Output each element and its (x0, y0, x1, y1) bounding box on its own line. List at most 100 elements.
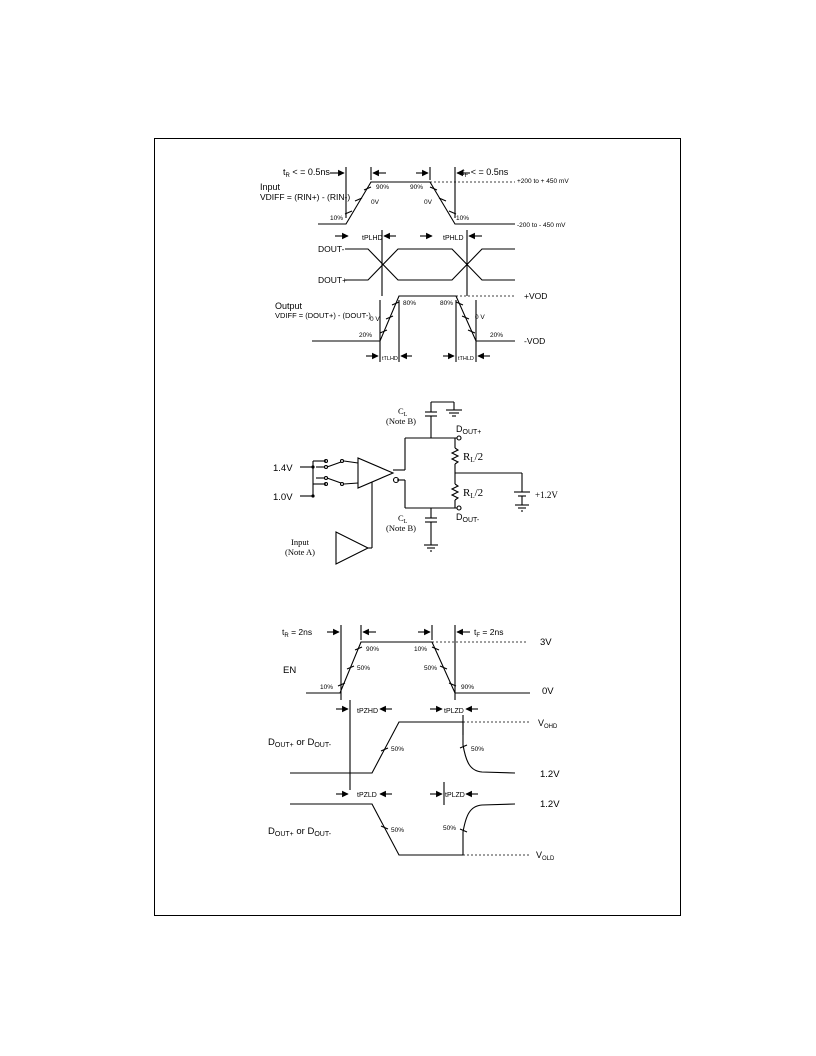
v12b-label: 1.2V (540, 799, 560, 810)
tf2-label: tF = 2ns (474, 627, 503, 639)
tick2-50c (380, 747, 389, 752)
sw1-blade (326, 461, 342, 468)
tick-80a (391, 301, 400, 306)
dout-plus-waveform (345, 248, 515, 281)
dout1-label: DOUT+ or DOUT- (268, 737, 332, 749)
tick-0b (438, 197, 447, 202)
input-high-level: +200 to + 450 mV (517, 178, 569, 185)
enable-timing-diagram: tR = 2ns tF = 2ns 3V 0V EN 90% 10% 50% 5… (268, 625, 560, 862)
tick-20a (379, 329, 388, 334)
input-waveform (318, 181, 515, 225)
vod-negative: -VOD (524, 336, 545, 346)
figure-frame (154, 138, 681, 916)
driver-buffer (357, 457, 395, 489)
pct-80-fall: 80% (440, 300, 453, 307)
input-low-level: -200 to - 450 mV (517, 222, 566, 229)
driver-inverting-bubble (392, 476, 400, 484)
sw1-contact-a (323, 458, 329, 464)
tick-80b (455, 301, 464, 306)
sw1-pole (339, 458, 345, 464)
tr-label: tR < = 0.5ns (283, 167, 330, 179)
pct-90-fall: 90% (410, 184, 423, 191)
note-a-label: (Note A) (285, 547, 315, 557)
tick-10b (448, 210, 457, 215)
pct2-10-fall: 10% (414, 646, 427, 653)
dout-plus-terminal (456, 435, 462, 441)
sw2-pole (339, 481, 345, 487)
junction-a (311, 465, 315, 469)
tphld-label: tPHLD (443, 235, 464, 242)
output-label: Output (275, 301, 303, 311)
dout-low-waveform (290, 803, 516, 856)
vdiff-output-label: VDIFF = (DOUT+) - (DOUT-) (275, 311, 371, 320)
dout-minus-terminal (456, 505, 462, 511)
pct2-50-dlow-rise: 50% (443, 825, 456, 832)
tick-0c (385, 315, 394, 320)
tplhd-label: tPLHD (362, 235, 383, 242)
tick2-90a (354, 646, 363, 651)
sw2-to-driver (343, 482, 359, 485)
dout2-label: DOUT+ or DOUT- (268, 826, 332, 838)
output-waveform (312, 295, 515, 342)
dout-minus-circuit-label: DOUT- (456, 512, 480, 524)
v12a-label: 1.2V (540, 769, 560, 780)
vohd-label: VOHD (538, 718, 558, 730)
pct2-50-dhigh-fall: 50% (471, 746, 484, 753)
tick2-50e (380, 825, 389, 830)
zero-rise: 0V (371, 199, 380, 206)
enable-buffer (335, 531, 370, 565)
pct2-50-dhigh-rise: 50% (391, 746, 404, 753)
tick2-50b (439, 665, 448, 670)
pct2-90-rise: 90% (366, 646, 379, 653)
dout-minus-waveform (345, 248, 515, 281)
junction-b (311, 494, 315, 498)
pct-20-rise: 20% (359, 332, 372, 339)
cl-bot-label: CL (398, 513, 408, 525)
pct2-50-fall: 50% (424, 665, 437, 672)
resistor-1 (450, 447, 460, 465)
tick-0d (461, 315, 470, 320)
ttlh-label: tTLHD (382, 356, 398, 362)
tick-20b (467, 329, 476, 334)
vdiff-input-label: VDIFF = (RIN+) - (RIN-) (260, 192, 350, 202)
r1-label: RL/2 (463, 451, 483, 464)
pct-80-rise: 80% (403, 300, 416, 307)
tpzld-label: tPZLD (357, 792, 377, 799)
pct2-10-rise: 10% (320, 684, 333, 691)
tick2-90b (448, 682, 457, 687)
v10-label: 1.0V (273, 492, 293, 503)
v3-label: 3V (540, 637, 552, 648)
tick-0a (354, 197, 363, 202)
dout-plus-label: DOUT+ (318, 275, 347, 285)
note-b-bot: (Note B) (386, 523, 416, 533)
tthl-label: tTHLD (458, 356, 474, 362)
tick2-50a (346, 665, 355, 670)
tick2-10b (431, 646, 440, 651)
input-circuit-label: Input (291, 537, 310, 547)
tplzd-label: tPLZD (445, 792, 465, 799)
dout-high-waveform (290, 721, 516, 774)
pct-20-fall: 20% (490, 332, 503, 339)
v14-label: 1.4V (273, 463, 293, 474)
v0-label: 0V (542, 686, 554, 697)
zero-out-rise: 0 V (370, 316, 380, 323)
dout-plus-circuit-label: DOUT+ (456, 424, 481, 436)
pct2-50-dlow-fall: 50% (391, 827, 404, 834)
en-waveform (306, 641, 530, 694)
tf-label: tF < = 0.5ns (462, 167, 509, 179)
tick-90a (363, 186, 372, 191)
zero-out-fall: 0 V (475, 314, 485, 321)
tick2-10a (337, 682, 346, 687)
pct2-90-fall: 90% (461, 684, 474, 691)
sw2-blade (326, 477, 342, 484)
tr2-label: tR = 2ns (282, 627, 312, 639)
note-b-top: (Note B) (386, 416, 416, 426)
r2-label: RL/2 (463, 487, 483, 500)
supply-label: +1.2V (535, 490, 558, 500)
resistor-2 (450, 483, 460, 501)
cl-top-label: CL (398, 406, 408, 418)
zero-fall: 0V (424, 199, 433, 206)
vod-positive: +VOD (524, 291, 547, 301)
sw1-to-driver (343, 460, 359, 464)
